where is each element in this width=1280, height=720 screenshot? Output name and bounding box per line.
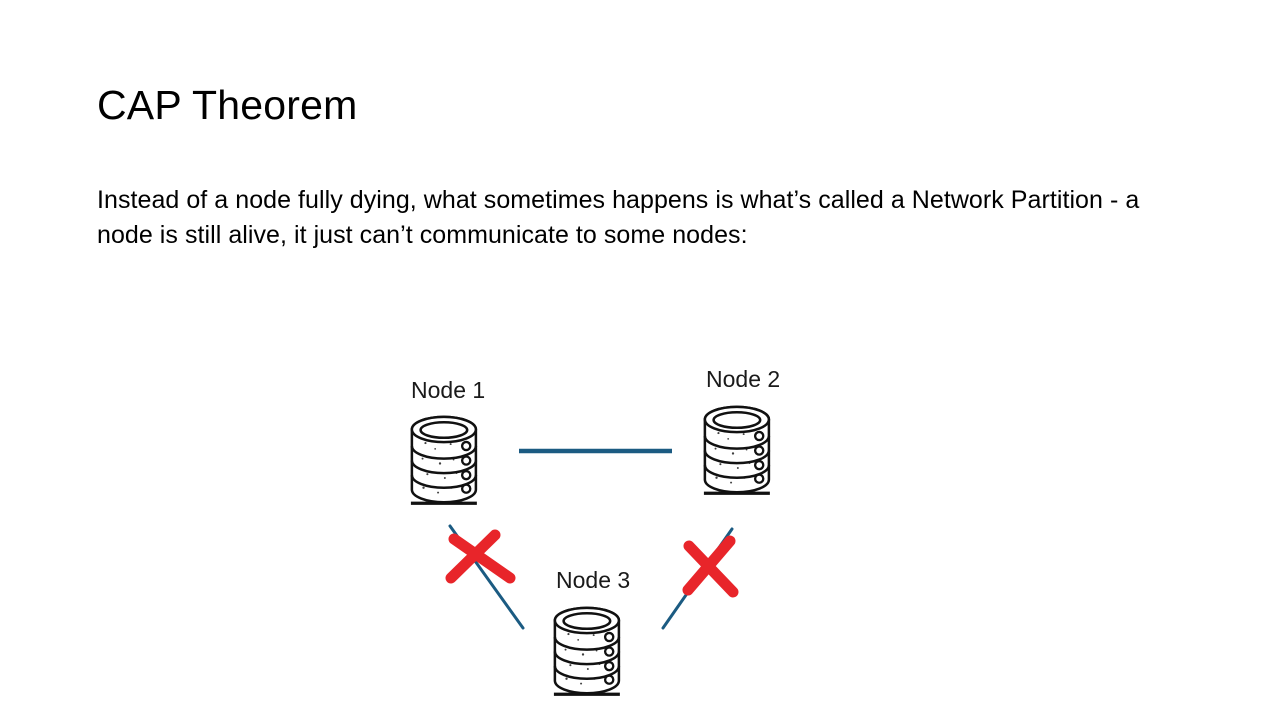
database-stack-icon-node-2 bbox=[703, 405, 771, 495]
node-label-node-2: Node 2 bbox=[706, 366, 781, 392]
database-stack-icon-node-3 bbox=[553, 606, 621, 696]
database-stack-icon-node-1 bbox=[410, 415, 478, 505]
node-label-node-3: Node 3 bbox=[556, 567, 631, 593]
break-left-red-x-icon bbox=[445, 529, 516, 584]
slide-body-text: Instead of a node fully dying, what some… bbox=[97, 186, 1140, 249]
break-right-red-x-icon bbox=[682, 535, 739, 598]
page-title: CAP Theorem bbox=[97, 82, 358, 128]
node-label-node-1: Node 1 bbox=[411, 377, 486, 403]
